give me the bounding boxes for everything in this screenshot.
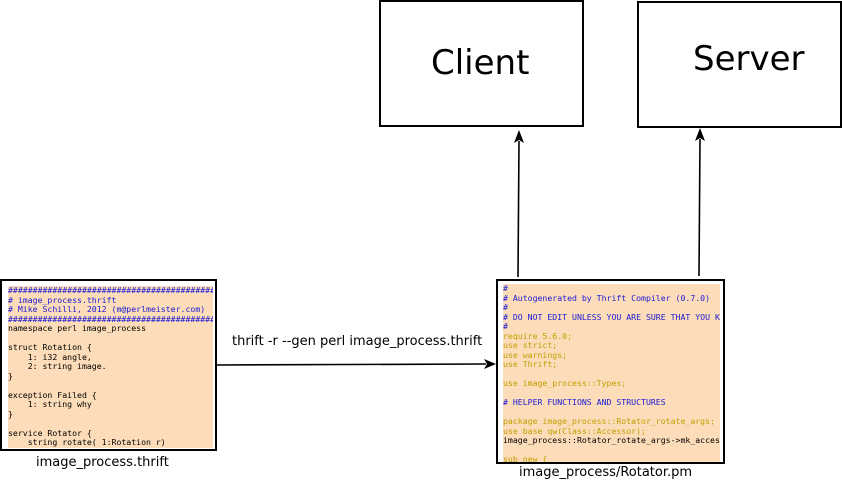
code-line: # DO NOT EDIT UNLESS YOU ARE SURE THAT Y… [503, 311, 720, 322]
code-line: sub new { [503, 454, 548, 462]
arrow-perl-to-server [698, 138, 701, 277]
code-line: # HELPER FUNCTIONS AND STRUCTURES [503, 397, 666, 407]
arrowhead-server [695, 128, 705, 141]
code-line: require 5.6.0; [503, 330, 573, 341]
code-line: use image_process::Types; [503, 378, 627, 388]
thrift-code-listing: ########################################… [8, 286, 213, 448]
arrowhead-right [484, 359, 496, 369]
code-line: 2: string image. [8, 361, 107, 371]
client-box: Client [379, 0, 584, 127]
perl-file-frame: ## Autogenerated by Thrift Compiler (0.7… [496, 279, 725, 464]
code-line: } [8, 408, 13, 419]
code-line: use base qw(Class::Accessor); [503, 425, 646, 436]
code-line: string rotate( 1:Rotation r) [8, 437, 166, 447]
code-line: namespace perl image_process [8, 323, 147, 333]
code-line: exception Failed { [8, 389, 97, 400]
code-line: use Thrift; [503, 359, 558, 369]
code-line: # Autogenerated by Thrift Compiler (0.7.… [503, 292, 711, 303]
code-line: struct Rotation { [8, 342, 92, 352]
code-line: throws ( 1:Failed oops ) [8, 447, 213, 448]
arrow-thrift-to-perl [216, 363, 487, 366]
code-line: image_process::Rotator_rotate_args->mk_a… [503, 435, 720, 445]
code-line: use strict; [503, 340, 558, 350]
code-line: # [503, 284, 508, 293]
code-line: # [503, 302, 508, 312]
code-line: ########################################… [8, 286, 213, 295]
code-line: } [8, 370, 13, 381]
code-line: # image_process.thrift [8, 294, 117, 305]
thrift-file-frame: ########################################… [0, 279, 217, 451]
server-box: Server [637, 1, 842, 128]
arrow-perl-to-client [517, 140, 520, 278]
client-label: Client [431, 43, 530, 83]
perl-code-listing: ## Autogenerated by Thrift Compiler (0.7… [503, 284, 720, 462]
code-line: ########################################… [8, 313, 213, 324]
thrift-file-caption: image_process.thrift [36, 455, 169, 470]
code-line: package image_process::Rotator_rotate_ar… [503, 416, 715, 426]
arrowhead-client [514, 130, 524, 143]
perl-file-caption: image_process/Rotator.pm [519, 465, 693, 480]
code-line: 1: i32 angle, [8, 351, 92, 362]
code-line: service Rotator { [8, 427, 92, 438]
code-line: 1: string why [8, 399, 92, 409]
code-line: use warnings; [503, 349, 568, 360]
thrift-command-label: thrift -r --gen perl image_process.thrif… [232, 334, 483, 349]
code-line: # [503, 321, 508, 331]
code-line: # Mike Schilli, 2012 (m@perlmeister.com) [8, 304, 206, 314]
server-label: Server [693, 39, 805, 79]
